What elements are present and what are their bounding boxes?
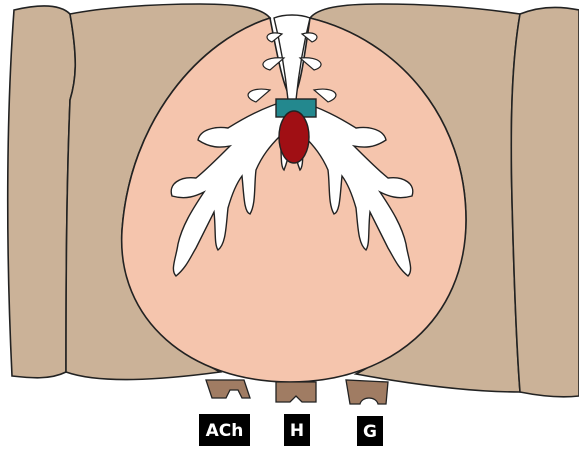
ach-receptor-icon: [206, 380, 250, 398]
histamine-label-text: H: [290, 421, 304, 441]
histamine-receptor-icon: [276, 382, 316, 402]
gastrin-receptor-icon: [346, 380, 388, 404]
histamine-label: H: [284, 414, 310, 446]
left-tissue-block: [8, 6, 76, 378]
ach-label-text: ACh: [206, 421, 244, 441]
vesicle-icon: [279, 111, 309, 163]
right-tissue-block: [511, 7, 579, 396]
ach-label: ACh: [199, 414, 250, 446]
gastrin-label-text: G: [363, 422, 377, 442]
gastrin-label: G: [357, 416, 383, 446]
